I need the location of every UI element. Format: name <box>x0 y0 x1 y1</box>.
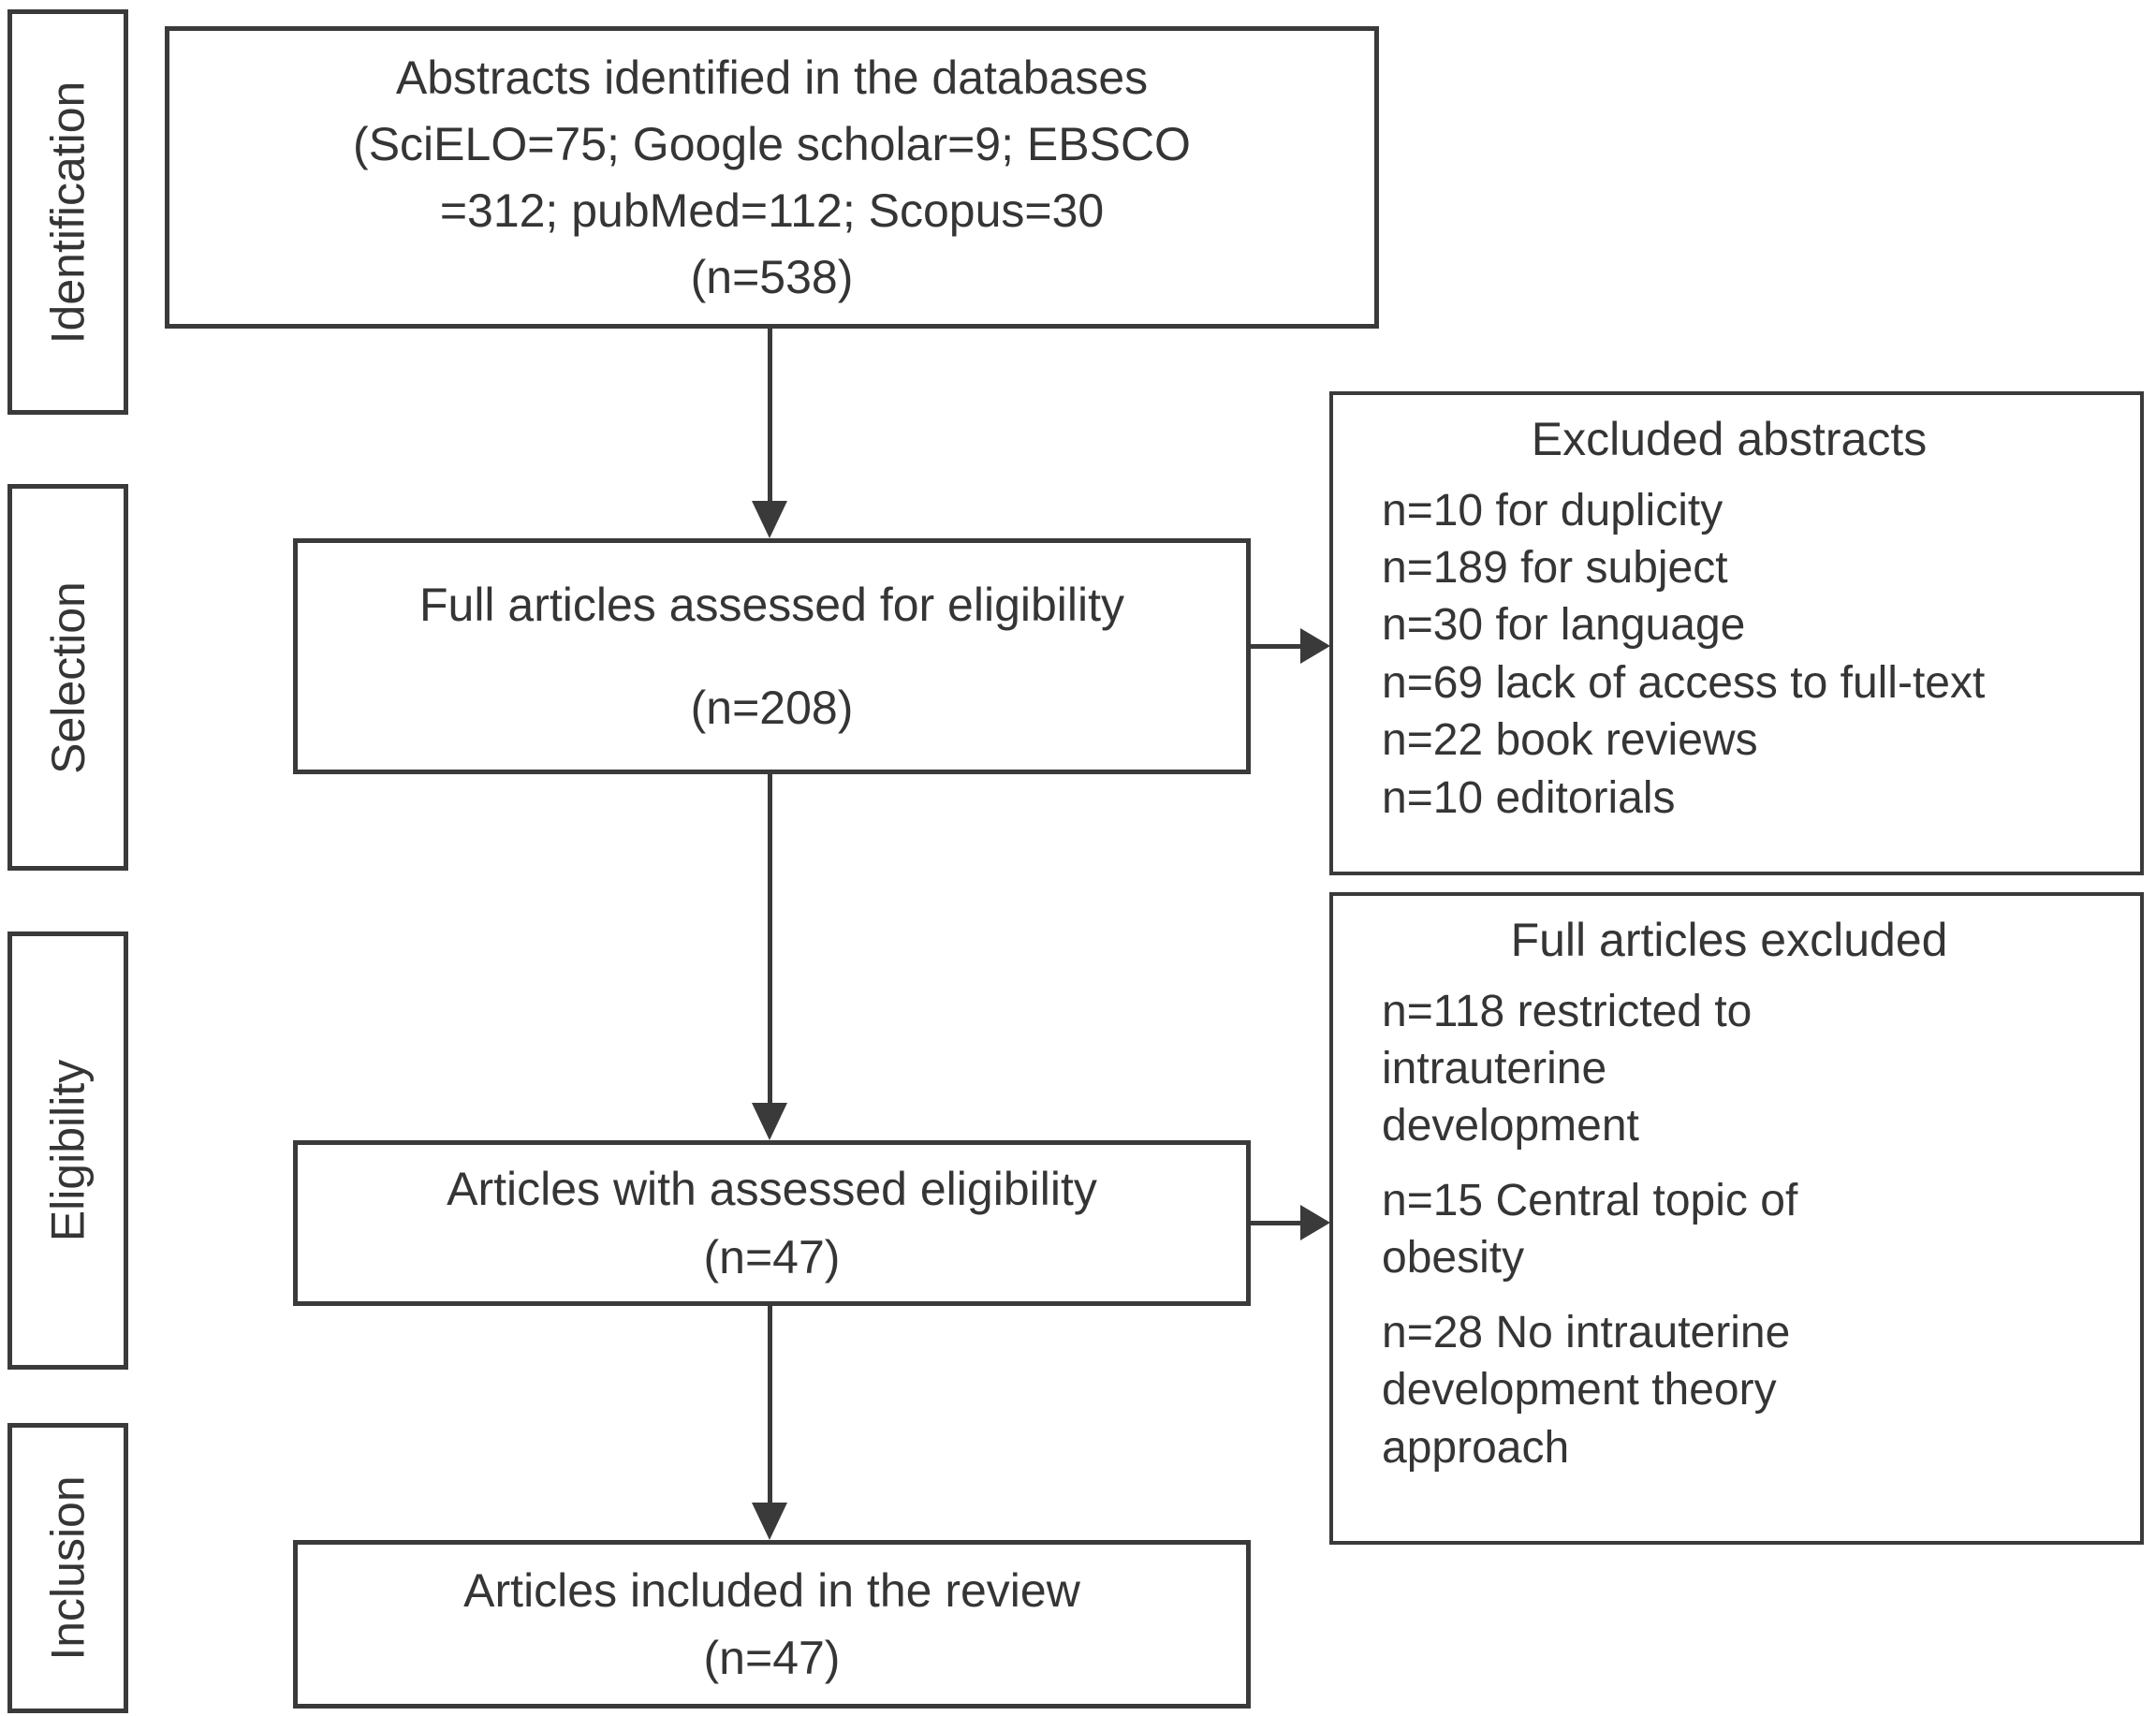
stage-box-identification: Identification <box>7 9 128 415</box>
arrow-identified-to-assessed-head-icon <box>752 501 787 538</box>
flow-box-abstracts-identified-text: Abstracts identified in the databases (S… <box>353 51 1191 303</box>
excluded-abstracts-item-language: n=30 for language <box>1382 600 1746 651</box>
arrow-assessed-to-eligible-head-icon <box>752 1103 787 1140</box>
arrow-eligible-to-full-articles-excluded-stem <box>1251 1221 1303 1225</box>
excluded-abstracts-item-book-reviews: n=22 book reviews <box>1382 715 1758 766</box>
stage-label-eligibility: Eligibility <box>41 1059 95 1242</box>
arrow-assessed-to-eligible-stem <box>768 774 772 1105</box>
arrow-assessed-to-excluded-abstracts-head-icon <box>1300 628 1330 664</box>
excluded-abstracts-title: Excluded abstracts <box>1531 413 1928 465</box>
arrow-eligible-to-included-head-icon <box>752 1503 787 1540</box>
exclusion-box-full-articles-excluded: Full articles excluded n=118 restricted … <box>1329 892 2144 1545</box>
stage-label-inclusion: Inclusion <box>41 1475 95 1661</box>
full-articles-excluded-item-no-theory: n=28 No intrauterine development theory … <box>1382 1307 1791 1473</box>
arrow-eligible-to-included-stem <box>768 1306 772 1504</box>
arrow-identified-to-assessed-stem <box>768 329 772 503</box>
full-articles-excluded-item-intrauterine: n=118 restricted to intrauterine develop… <box>1382 986 1753 1151</box>
stage-label-selection: Selection <box>41 580 95 774</box>
stage-label-identification: Identification <box>41 81 95 344</box>
full-articles-excluded-item-obesity: n=15 Central topic of obesity <box>1382 1175 1798 1283</box>
flow-box-articles-assessed-eligibility: Articles with assessed eligibility (n=47… <box>293 1140 1251 1306</box>
excluded-abstracts-item-subject: n=189 for subject <box>1382 542 1728 593</box>
stage-box-eligibility: Eligibility <box>7 931 128 1370</box>
exclusion-box-excluded-abstracts: Excluded abstracts n=10 for duplicity n=… <box>1329 391 2144 875</box>
excluded-abstracts-item-fulltext-access: n=69 lack of access to full-text <box>1382 657 1986 708</box>
arrow-assessed-to-excluded-abstracts-stem <box>1251 644 1303 649</box>
flow-box-full-articles-assessed: Full articles assessed for eligibility (… <box>293 538 1251 774</box>
full-articles-excluded-title: Full articles excluded <box>1510 914 1948 966</box>
excluded-abstracts-item-duplicity: n=10 for duplicity <box>1382 485 1723 535</box>
stage-box-inclusion: Inclusion <box>7 1423 128 1713</box>
flow-box-articles-included-text: Articles included in the review (n=47) <box>463 1563 1080 1685</box>
flow-box-full-articles-assessed-text: Full articles assessed for eligibility (… <box>418 579 1125 734</box>
flow-box-abstracts-identified: Abstracts identified in the databases (S… <box>165 26 1379 329</box>
flow-box-articles-included: Articles included in the review (n=47) <box>293 1540 1251 1709</box>
excluded-abstracts-item-editorials: n=10 editorials <box>1382 772 1676 823</box>
arrow-eligible-to-full-articles-excluded-head-icon <box>1300 1205 1330 1240</box>
stage-box-selection: Selection <box>7 484 128 871</box>
flow-box-articles-assessed-eligibility-text: Articles with assessed eligibility (n=47… <box>447 1163 1097 1283</box>
